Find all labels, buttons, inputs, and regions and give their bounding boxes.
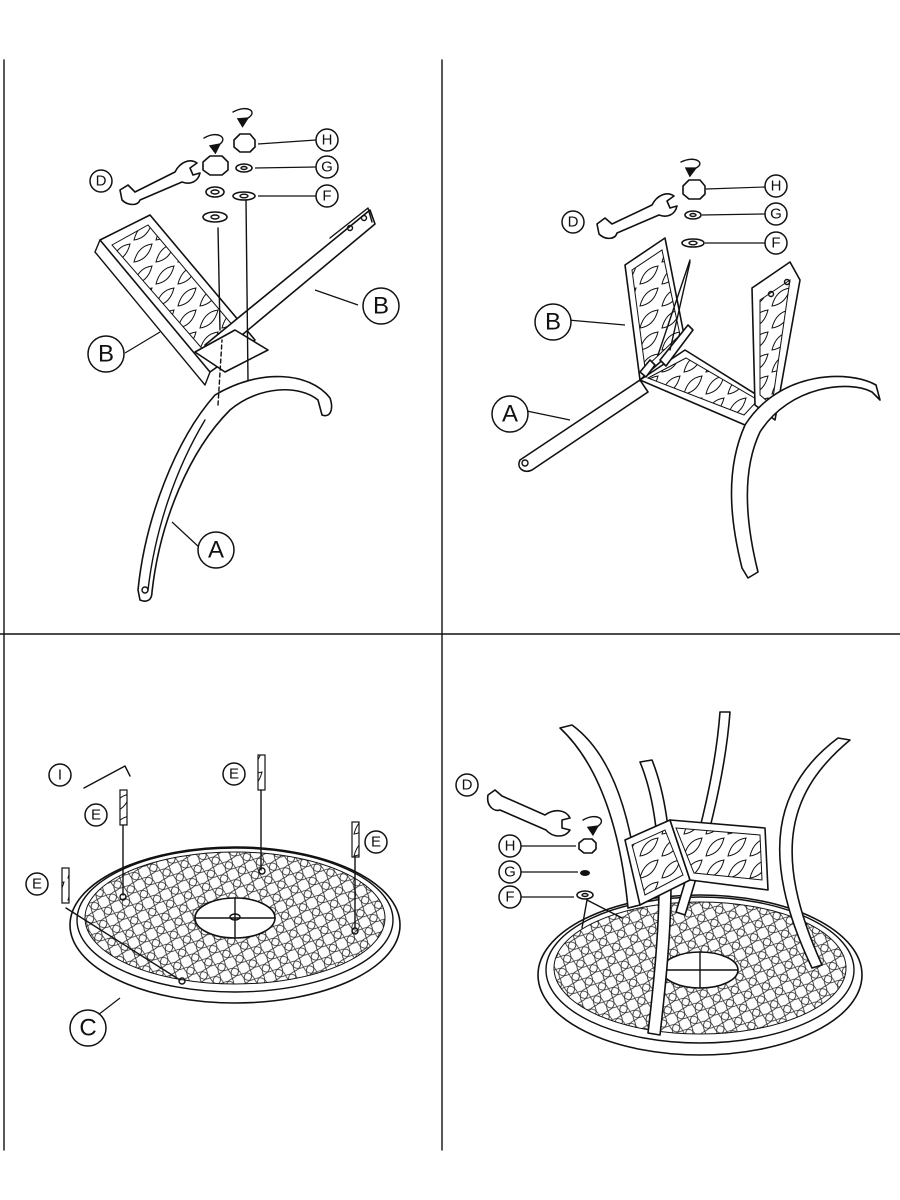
- label-g: G: [315, 155, 339, 179]
- svg-text:A: A: [208, 537, 224, 564]
- svg-text:D: D: [462, 777, 473, 794]
- label-f: F: [315, 184, 339, 208]
- svg-text:E: E: [229, 766, 239, 783]
- pointer-b: [124, 331, 161, 354]
- bracket-b-panel: [94, 214, 256, 386]
- svg-text:D: D: [96, 173, 107, 190]
- label-a: A: [197, 531, 235, 569]
- svg-text:B: B: [545, 309, 561, 336]
- svg-text:F: F: [505, 889, 514, 906]
- label-h: H: [498, 834, 522, 858]
- leg-a: [518, 379, 649, 473]
- svg-text:G: G: [321, 159, 333, 176]
- svg-text:F: F: [771, 235, 780, 252]
- frame-b: [624, 237, 801, 426]
- label-e: E: [222, 762, 246, 786]
- label-d: D: [561, 210, 585, 234]
- rotate-arrow-icon: [582, 816, 603, 837]
- label-g: G: [498, 860, 522, 884]
- pointer-g: [254, 166, 317, 169]
- rotate-arrow-icon: [203, 134, 224, 155]
- label-e: E: [25, 872, 49, 896]
- svg-text:F: F: [322, 188, 331, 205]
- svg-text:H: H: [322, 132, 333, 149]
- svg-text:G: G: [770, 206, 782, 223]
- svg-text:E: E: [91, 807, 101, 824]
- bolt-line: [217, 339, 223, 406]
- table-top-c: [69, 846, 401, 1004]
- pointer-b: [314, 289, 359, 306]
- label-h: H: [764, 174, 788, 198]
- label-e: E: [364, 830, 388, 854]
- label-i: I: [48, 763, 72, 787]
- bolt-line: [217, 227, 221, 331]
- hardware-stack: [202, 133, 256, 223]
- mount-plate: [194, 329, 269, 373]
- bolt-line: [245, 199, 249, 381]
- pointer-a: [171, 521, 201, 549]
- svg-text:E: E: [371, 834, 381, 851]
- assembled-legs: [559, 711, 851, 1036]
- rotate-arrow-icon: [680, 158, 701, 178]
- wrench-icon: [486, 789, 571, 837]
- step-panel-3: I E E E E C: [25, 754, 401, 1047]
- panel-grid: [0, 59, 900, 1151]
- svg-text:H: H: [505, 838, 516, 855]
- wrench-icon: [596, 193, 678, 240]
- rotate-arrow-icon: [232, 108, 253, 128]
- label-h: H: [315, 128, 339, 152]
- svg-text:G: G: [504, 864, 516, 881]
- pointer-h: [257, 139, 317, 145]
- label-b: B: [362, 287, 400, 325]
- label-f: F: [498, 885, 522, 909]
- label-e: E: [84, 803, 108, 827]
- wrench-icon: [119, 160, 201, 206]
- svg-text:A: A: [502, 401, 518, 428]
- leg-a: [137, 375, 333, 602]
- label-f: F: [764, 231, 788, 255]
- step-panel-4: D H G F: [455, 711, 863, 1056]
- svg-text:B: B: [98, 341, 114, 368]
- threaded-bolts: [61, 754, 360, 981]
- label-a: A: [491, 395, 529, 433]
- label-b: B: [87, 335, 125, 373]
- svg-text:H: H: [771, 178, 782, 195]
- svg-text:D: D: [568, 214, 579, 231]
- leg-right: [730, 375, 881, 579]
- label-c: C: [69, 1009, 107, 1047]
- svg-text:I: I: [58, 767, 62, 784]
- label-d: D: [455, 773, 479, 797]
- label-d: D: [89, 169, 113, 193]
- step-panel-2: H G F D B A: [491, 158, 881, 579]
- svg-text:C: C: [79, 1015, 96, 1042]
- svg-text:B: B: [373, 293, 389, 320]
- step-panel-1: H G F D B B A: [87, 108, 400, 602]
- svg-text:E: E: [32, 876, 42, 893]
- label-b: B: [534, 303, 572, 341]
- label-g: G: [764, 202, 788, 226]
- table-top-c: [537, 894, 863, 1056]
- hex-key-icon: [83, 765, 131, 789]
